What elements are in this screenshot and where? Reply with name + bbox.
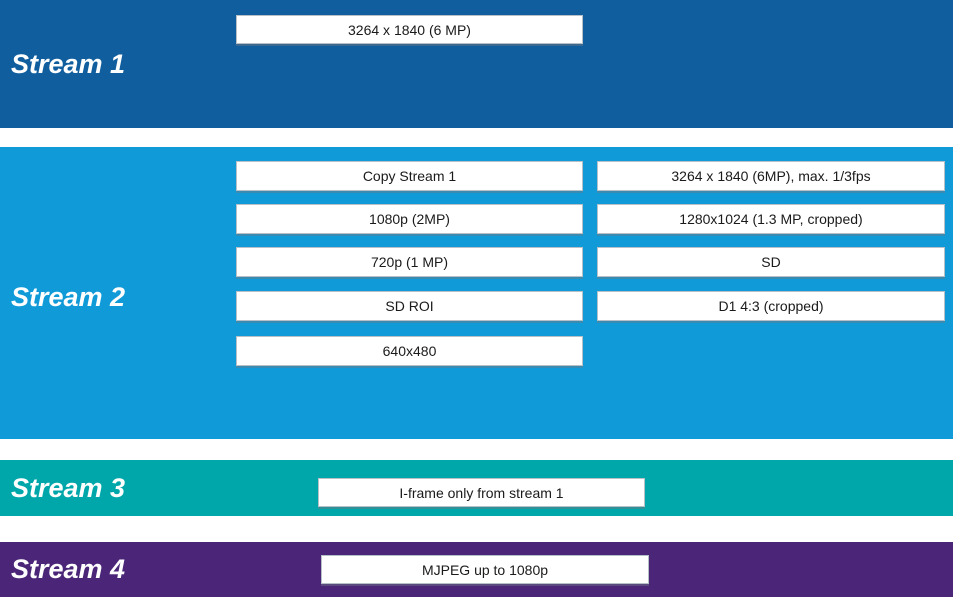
stream1-option-6mp[interactable]: 3264 x 1840 (6 MP): [236, 15, 583, 44]
stream2-option-1280x1024[interactable]: 1280x1024 (1.3 MP, cropped): [597, 204, 945, 234]
stream2-option-1080p[interactable]: 1080p (2MP): [236, 204, 583, 234]
stream4-label: Stream 4: [11, 554, 126, 584]
stream3-label: Stream 3: [11, 473, 126, 503]
stream2-option-sd-roi[interactable]: SD ROI: [236, 291, 583, 321]
stream4-option-mjpeg[interactable]: MJPEG up to 1080p: [321, 555, 649, 584]
stream2-option-6mp-max-fps[interactable]: 3264 x 1840 (6MP), max. 1/3fps: [597, 161, 945, 191]
stream1-label: Stream 1: [11, 49, 126, 79]
stream2-option-d1[interactable]: D1 4:3 (cropped): [597, 291, 945, 321]
stream2-option-640x480[interactable]: 640x480: [236, 336, 583, 366]
stream2-option-sd[interactable]: SD: [597, 247, 945, 277]
stream2-label: Stream 2: [11, 282, 126, 312]
stream3-option-iframe-only[interactable]: I-frame only from stream 1: [318, 478, 645, 507]
stream2-option-copy-stream1[interactable]: Copy Stream 1: [236, 161, 583, 191]
stream2-option-720p[interactable]: 720p (1 MP): [236, 247, 583, 277]
